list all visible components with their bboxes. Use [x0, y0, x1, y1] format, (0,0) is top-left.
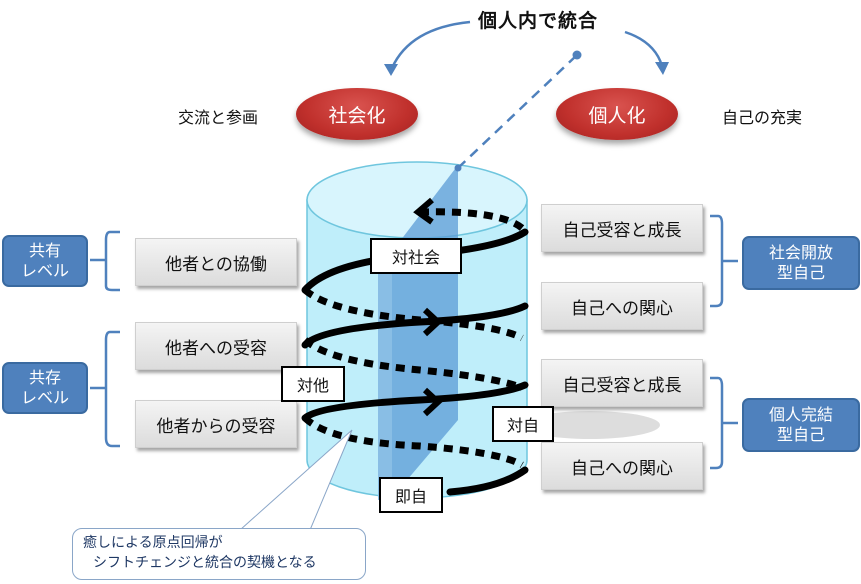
item-self-acceptance-1: 自己受容と成長: [541, 204, 703, 252]
arrow-left-curve: [390, 20, 471, 69]
label-line: 社会開放: [768, 243, 833, 262]
label-line: 個人完結: [768, 405, 833, 424]
item-self-acceptance-2: 自己受容と成長: [541, 359, 703, 407]
label-line: 型自己: [776, 425, 825, 444]
right-caption: 自己の充実: [722, 108, 803, 127]
cylinder-shadow: [520, 411, 660, 439]
coexist-level-label: 共存 レベル: [2, 362, 88, 414]
dashed-connector: [457, 54, 578, 169]
socialization-ellipse: 社会化: [296, 88, 418, 140]
individualization-ellipse: 個人化: [556, 88, 678, 140]
label-toward-others: 対他: [281, 366, 345, 402]
left-caption: 交流と参画: [178, 108, 259, 127]
arrow-left-head: [384, 64, 398, 76]
item-acceptance-of-others: 他者への受容: [135, 322, 297, 370]
individual-complete-self-label: 個人完結 型自己: [742, 398, 860, 452]
item-self-interest-1: 自己への関心: [541, 282, 703, 330]
arrow-right-curve: [624, 30, 664, 67]
label-line: 共有: [28, 241, 61, 260]
connector-dot-bottom: [454, 164, 462, 172]
diagram-title: 個人内で統合: [478, 10, 599, 32]
label-toward-self: 対自: [492, 406, 554, 442]
item-collaboration: 他者との協働: [135, 238, 297, 286]
connector-dot: [572, 50, 582, 60]
arrow-right-head: [655, 62, 669, 75]
label-line: レベル: [20, 261, 69, 280]
brackets: [90, 214, 738, 470]
label-toward-society: 対社会: [370, 238, 462, 274]
label-line: 共存: [28, 368, 61, 387]
callout-line-2: シフトチェンジと統合の契機となる: [93, 555, 317, 571]
chevron-left-top: [413, 197, 434, 225]
callout-line-1: 癒しによる原点回帰が: [83, 535, 223, 551]
item-acceptance-from-others: 他者からの受容: [135, 400, 297, 448]
chevron-right-low: [422, 387, 443, 417]
label-in-self: 即自: [379, 477, 443, 513]
label-line: 型自己: [776, 263, 825, 282]
healing-callout: 癒しによる原点回帰が シフトチェンジと統合の契機となる: [72, 528, 366, 580]
chevron-right-mid: [422, 307, 443, 337]
shared-level-label: 共有 レベル: [2, 235, 88, 287]
item-self-interest-2: 自己への関心: [541, 442, 703, 490]
center-panel-edge: [378, 252, 392, 500]
label-line: レベル: [20, 388, 69, 407]
social-open-self-label: 社会開放 型自己: [742, 236, 860, 290]
